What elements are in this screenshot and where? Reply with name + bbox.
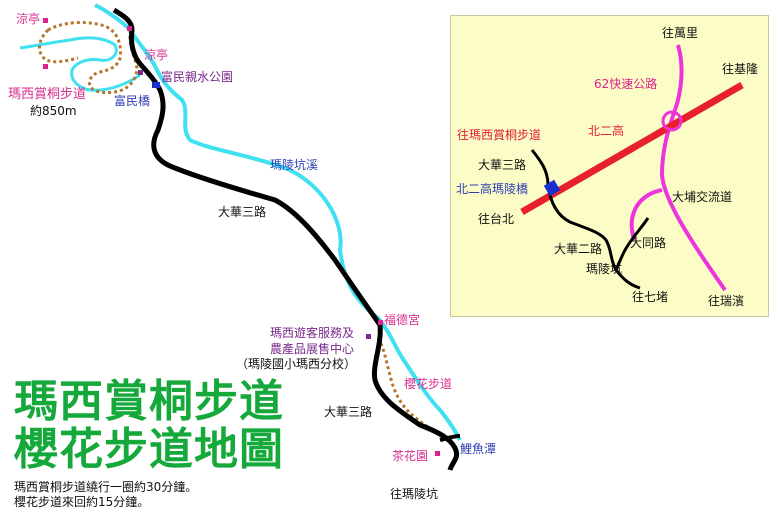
pavilion-marker-left <box>43 18 48 23</box>
center-marker <box>366 334 371 339</box>
label-temple: 福德宮 <box>384 313 421 327</box>
label-center-3: （瑪陵國小瑪西分校） <box>236 357 357 371</box>
main-road <box>112 7 460 471</box>
label-to-trail: 往瑪西賞桐步道 <box>457 128 542 142</box>
label-road-upper: 大華三路 <box>218 205 267 219</box>
label-inset-dahua3: 大華三路 <box>478 158 527 172</box>
label-road-lower: 大華三路 <box>324 405 373 419</box>
trail-loop-upper <box>47 21 139 95</box>
inset-map-panel <box>450 15 769 317</box>
stream-line <box>94 3 462 441</box>
label-center-2: 農產品展售中心 <box>270 342 355 356</box>
park-marker <box>138 70 143 75</box>
title-line-1: 瑪西賞桐步道 <box>14 376 284 427</box>
label-inset-datong: 大同路 <box>630 236 667 250</box>
label-trail-length: 約850m <box>30 104 77 118</box>
trail-cherry <box>376 337 447 442</box>
temple-marker <box>378 320 383 325</box>
note-line-1: 瑪西賞桐步道繞行一圈約30分鐘。 <box>14 480 198 494</box>
label-expressway-62: 62快速公路 <box>594 77 658 91</box>
inset-road-main <box>530 149 641 290</box>
label-carp-pool: 鯉魚潭 <box>460 442 497 456</box>
title-line-2: 櫻花步道地圖 <box>14 424 284 475</box>
bridge-marker <box>152 82 160 88</box>
stream-branch-left <box>19 36 141 92</box>
label-freeway-2: 北二高 <box>588 124 625 138</box>
label-stream: 瑪陵坑溪 <box>270 158 319 172</box>
label-interchange: 大埔交流道 <box>672 190 733 204</box>
label-trail-name: 瑪西賞桐步道 <box>8 87 87 102</box>
label-inset-dahua2: 大華二路 <box>554 242 603 256</box>
label-park: 富民親水公園 <box>161 70 234 84</box>
note-line-2: 櫻花步道來回約15分鐘。 <box>14 495 150 509</box>
label-bridge: 富民橋 <box>114 94 151 108</box>
label-tea-garden: 茶花園 <box>392 449 429 463</box>
label-to-qidu: 往七堵 <box>632 290 669 304</box>
label-to-maling: 往瑪陵坑 <box>390 487 439 501</box>
label-cherry-trail: 櫻花步道 <box>404 377 453 391</box>
label-to-wanli: 往萬里 <box>662 26 699 40</box>
label-to-taipei: 往台北 <box>478 212 515 226</box>
label-inset-maling: 瑪陵坑 <box>586 262 623 276</box>
label-center-1: 瑪西遊客服務及 <box>270 326 355 340</box>
label-inset-bridge: 北二高瑪陵橋 <box>456 182 529 196</box>
expressway-ramp <box>629 188 663 241</box>
interchange-ring <box>661 110 683 132</box>
label-to-ruibin: 往瑞濱 <box>708 294 745 308</box>
inset-bridge-marker <box>543 179 561 197</box>
label-pavilion-right: 涼亭 <box>144 48 169 62</box>
tea-marker <box>435 451 440 456</box>
label-pavilion-left: 涼亭 <box>16 12 41 26</box>
label-to-keelung: 往基隆 <box>722 62 759 76</box>
road-spur <box>439 434 461 442</box>
expressway-62 <box>659 44 727 292</box>
pavilion-marker-mid <box>127 26 132 31</box>
trail-marker <box>43 64 48 69</box>
inset-road-datong <box>614 217 650 271</box>
